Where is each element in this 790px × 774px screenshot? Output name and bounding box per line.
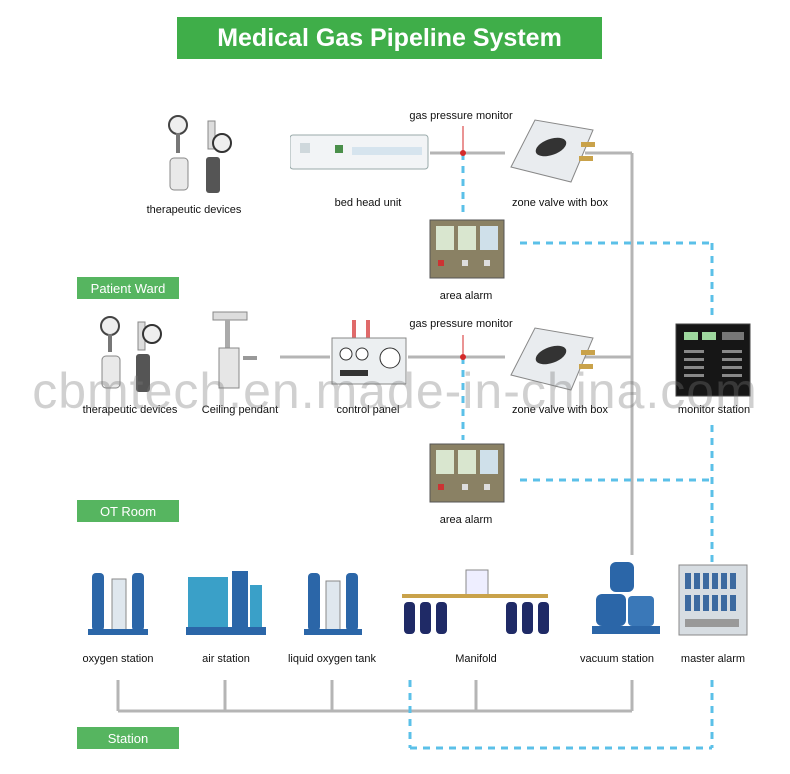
oxygen-station-label: oxygen station: [82, 653, 154, 665]
therapeutic-devices-ward-icon: [168, 115, 232, 193]
liquid-oxygen-tank-icon: [304, 573, 362, 635]
ceiling-pendant-icon: [212, 311, 257, 389]
vacuum-station-icon: [592, 562, 660, 634]
gas-pressure-monitor-ward-label: gas pressure monitor: [409, 110, 513, 122]
watermark: cbmtech.en.made-in-china.com: [32, 363, 758, 419]
oxygen-station-icon: [88, 573, 148, 635]
therapeutic-devices-ot-icon: [100, 316, 162, 392]
gas-pressure-monitor-ot-label: gas pressure monitor: [409, 318, 513, 330]
diagram-title: Medical Gas Pipeline System: [177, 17, 602, 59]
bed-head-unit-label: bed head unit: [334, 197, 402, 209]
therapeutic-devices-ward-label: therapeutic devices: [146, 204, 242, 216]
area-alarm-ot-icon: [429, 443, 505, 503]
therapeutic-devices-ot-label: therapeutic devices: [82, 404, 178, 416]
liquid-oxygen-tank-label: liquid oxygen tank: [287, 653, 377, 665]
vacuum-station-label: vacuum station: [580, 653, 654, 665]
control-panel-label: control panel: [336, 404, 400, 416]
area-alarm-ward-label: area alarm: [439, 290, 493, 302]
manifold-icon: [402, 569, 549, 634]
zone-valve-box-ward-icon: [510, 119, 595, 183]
monitor-station-icon: [675, 323, 751, 397]
master-alarm-icon: [678, 564, 748, 636]
zone-valve-ot-label: zone valve with box: [512, 404, 608, 416]
section-ot-room: OT Room: [77, 500, 179, 522]
control-panel-icon: [331, 320, 407, 385]
zone-valve-ward-label: zone valve with box: [512, 197, 608, 209]
area-alarm-ward-icon: [429, 219, 505, 279]
area-alarm-ot-label: area alarm: [439, 514, 493, 526]
monitor-station-label: monitor station: [677, 404, 751, 416]
air-station-label: air station: [202, 653, 250, 665]
bed-head-unit-icon: [290, 134, 429, 170]
section-station: Station: [77, 727, 179, 749]
section-patient-ward: Patient Ward: [77, 277, 179, 299]
zone-valve-box-ot-icon: [510, 327, 595, 391]
ceiling-pendant-label: Ceiling pendant: [201, 404, 279, 416]
air-station-icon: [186, 571, 266, 635]
master-alarm-label: master alarm: [680, 653, 746, 665]
manifold-label: Manifold: [455, 653, 497, 665]
